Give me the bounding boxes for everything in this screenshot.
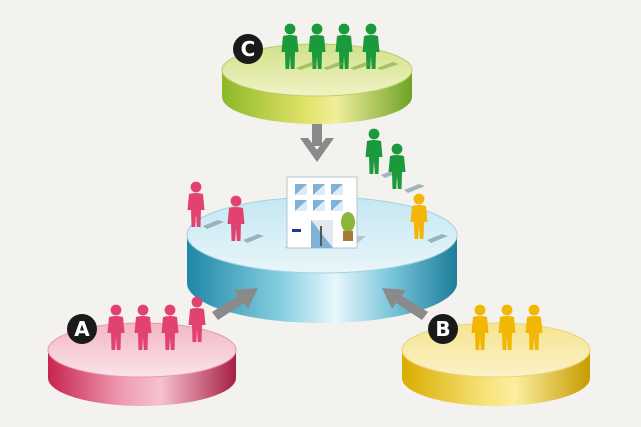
platform-a <box>47 322 237 406</box>
center-people-c <box>365 128 406 189</box>
badge-c-label: C <box>241 37 256 61</box>
people-shadows-c <box>296 62 399 70</box>
badge-c: C <box>233 34 263 64</box>
badge-b-label: B <box>435 317 450 341</box>
arrow-up-right-icon <box>212 288 258 320</box>
badge-a: A <box>67 314 97 344</box>
platform-c <box>221 43 413 124</box>
badge-a-label: A <box>74 317 90 341</box>
office-building-icon <box>284 176 366 249</box>
arrow-up-left-icon <box>382 288 428 320</box>
badge-b: B <box>428 314 458 344</box>
arrow-down-icon <box>300 124 334 162</box>
